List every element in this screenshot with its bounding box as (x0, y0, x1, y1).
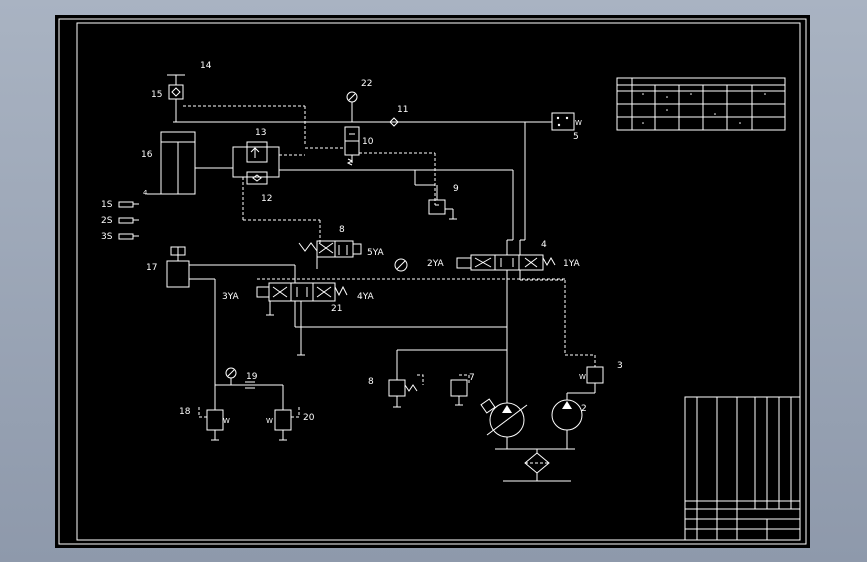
hydraulic-schematic: 14 15 16 4 13 12 22 11 10 5 9 8 5YA 4 2Y… (58, 18, 807, 545)
label-2: 2 (581, 404, 587, 414)
label-4ya: 4YA (357, 292, 375, 302)
valve-15 (167, 74, 185, 122)
valve-21 (256, 278, 565, 356)
circuit-18-20 (198, 367, 300, 441)
main-pressure-line (173, 121, 552, 240)
variable-pump (480, 385, 528, 438)
label-5: 5 (573, 132, 579, 142)
label-10: 10 (362, 137, 374, 147)
gauge-22 (346, 91, 358, 122)
cylinder-16 (147, 131, 233, 195)
gauge-middle (394, 258, 408, 272)
label-21: 21 (331, 304, 342, 314)
label-12: 12 (261, 194, 272, 204)
label-3ya: 3YA (222, 292, 240, 302)
inner-frame (76, 22, 801, 541)
label-2ya: 2YA (427, 259, 445, 269)
label-8-bottom: 8 (368, 377, 374, 387)
valve-4 (456, 170, 566, 385)
label-20: 20 (303, 413, 315, 423)
label-w-18: W (223, 417, 230, 425)
valve-5 (551, 112, 575, 131)
label-1ya: 1YA (563, 259, 581, 269)
valve-3 (565, 354, 604, 393)
pump-2 (495, 392, 595, 450)
label-4-left: 4 (143, 189, 148, 197)
title-block (684, 396, 801, 541)
label-3: 3 (617, 361, 623, 371)
component-labels: 14 15 16 4 13 12 22 11 10 5 9 8 5YA 4 2Y… (101, 61, 623, 425)
label-7: 7 (469, 373, 475, 383)
check-valve-11 (389, 117, 399, 127)
component-table (616, 77, 786, 131)
label-13: 13 (255, 128, 266, 138)
label-15: 15 (151, 90, 162, 100)
valve-9 (414, 170, 457, 220)
label-22: 22 (361, 79, 372, 89)
label-17: 17 (146, 263, 157, 273)
label-11: 11 (397, 105, 408, 115)
drawing-sheet: 14 15 16 4 13 12 22 11 10 5 9 8 5YA 4 2Y… (55, 15, 810, 548)
outer-frame (58, 18, 807, 545)
label-8-top: 8 (339, 225, 345, 235)
label-9: 9 (453, 184, 459, 194)
label-1s: 1S (101, 200, 113, 210)
valve-8-5ya (298, 240, 362, 269)
circuit-7-8 (388, 349, 507, 408)
label-5ya: 5YA (367, 248, 385, 258)
label-18: 18 (179, 407, 191, 417)
label-w-5: W (575, 119, 582, 127)
valve-13-12 (232, 141, 513, 245)
valve-10 (305, 126, 436, 205)
label-16: 16 (141, 150, 153, 160)
label-19: 19 (246, 372, 258, 382)
label-2s: 2S (101, 216, 113, 226)
label-14: 14 (200, 61, 212, 71)
label-3s: 3S (101, 232, 113, 242)
label-4: 4 (541, 240, 547, 250)
label-w-3: W (579, 373, 586, 381)
limit-switches (118, 201, 139, 240)
cylinder-17 (166, 246, 296, 385)
filter (503, 449, 571, 482)
label-w-20: W (266, 417, 273, 425)
